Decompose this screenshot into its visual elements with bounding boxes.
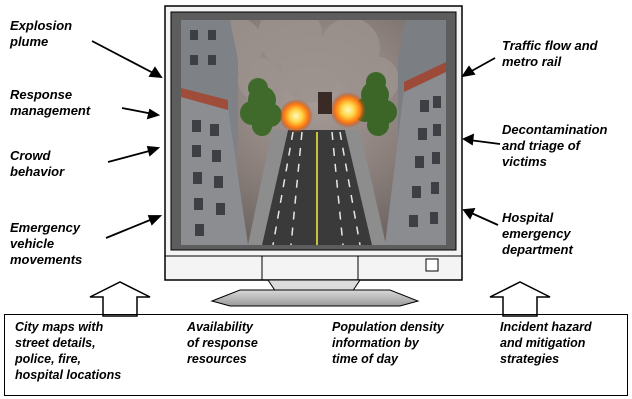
label-traffic-flow: Traffic flow and metro rail <box>502 38 598 69</box>
input-response-resources: Availability of response resources <box>187 320 258 366</box>
arrow-icon <box>89 281 551 317</box>
label-crowd-behavior: Crowd behavior <box>10 148 65 179</box>
input-incident-hazard: Incident hazard and mitigation strategie… <box>500 320 592 366</box>
input-city-maps: City maps with street details, police, f… <box>15 320 122 382</box>
tree-icon <box>240 78 282 136</box>
building-icon <box>385 20 446 245</box>
arrow-response-management <box>121 107 154 115</box>
power-button-icon <box>425 258 439 272</box>
explosion-icon <box>279 92 366 133</box>
arrow-explosion-plume <box>91 40 158 76</box>
inputs-box <box>4 314 628 396</box>
arrow-hospital <box>468 211 499 226</box>
building-icon <box>181 20 248 245</box>
arrow-decontamination <box>468 139 501 145</box>
label-hospital-emergency: Hospital emergency department <box>502 210 573 257</box>
input-population-density: Population density information by time o… <box>332 320 444 366</box>
road-icon <box>248 130 386 245</box>
callout-arrows <box>91 40 501 239</box>
arrow-crowd-behavior <box>107 149 154 163</box>
label-decontamination: Decontamination and triage of victims <box>502 122 608 169</box>
label-response-management: Response management <box>10 87 91 118</box>
city-scene-image <box>181 20 446 245</box>
label-explosion-plume: Explosion plume <box>10 18 73 49</box>
arrow-emergency-vehicle <box>105 217 156 239</box>
label-emergency-vehicle-movements: Emergency vehicle movements <box>10 220 83 267</box>
